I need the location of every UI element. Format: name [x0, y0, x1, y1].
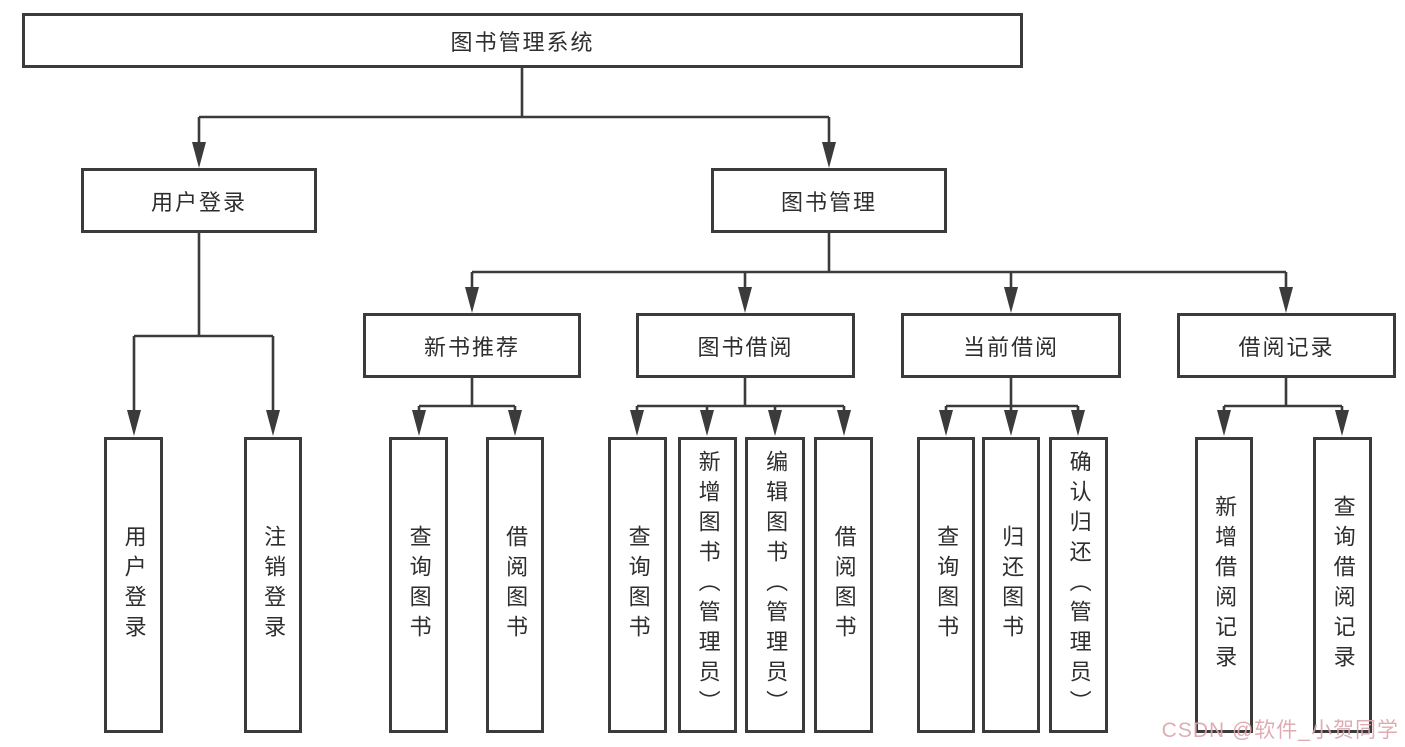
node-borrowing-records: 借阅记录 — [1177, 313, 1396, 378]
csdn-watermark: CSDN @软件_小贺同学 — [1161, 719, 1399, 742]
node-leaf-bb-edit-books-admin: 编辑图书（管理员） — [745, 437, 805, 733]
node-leaf-bb-borrow-books-label: 借阅图书 — [831, 525, 857, 645]
node-leaf-bb-query-books: 查询图书 — [608, 437, 667, 733]
arrowheads — [127, 142, 1349, 436]
node-new-book-recommend-label: 新书推荐 — [423, 334, 520, 360]
node-new-book-recommend: 新书推荐 — [363, 313, 581, 378]
node-leaf-logout-label: 注销登录 — [261, 525, 287, 645]
node-borrowing-records-label: 借阅记录 — [1238, 334, 1335, 360]
node-root: 图书管理系统 — [22, 13, 1023, 68]
node-leaf-br-query-record-label: 查询借阅记录 — [1330, 495, 1356, 675]
node-leaf-cb-return-books-label: 归还图书 — [999, 525, 1025, 645]
node-user-login-label: 用户登录 — [150, 189, 247, 215]
node-leaf-br-add-record: 新增借阅记录 — [1195, 437, 1253, 733]
node-leaf-logout: 注销登录 — [244, 437, 302, 733]
node-leaf-br-query-record: 查询借阅记录 — [1313, 437, 1372, 733]
node-leaf-cb-query-books: 查询图书 — [917, 437, 975, 733]
node-user-login: 用户登录 — [81, 168, 317, 233]
node-current-borrowing-label: 当前借阅 — [962, 334, 1059, 360]
node-book-management-label: 图书管理 — [780, 189, 877, 215]
node-leaf-nbr-borrow-books: 借阅图书 — [486, 437, 544, 733]
node-leaf-bb-query-books-label: 查询图书 — [625, 525, 651, 645]
node-current-borrowing: 当前借阅 — [901, 313, 1121, 378]
node-leaf-cb-confirm-return-admin: 确认归还（管理员） — [1049, 437, 1108, 733]
node-leaf-cb-return-books: 归还图书 — [982, 437, 1040, 733]
node-leaf-user-login: 用户登录 — [104, 437, 163, 733]
node-book-management: 图书管理 — [711, 168, 947, 233]
node-leaf-bb-add-books-admin-label: 新增图书（管理员） — [695, 450, 721, 720]
node-leaf-nbr-query-books-label: 查询图书 — [406, 525, 432, 645]
node-leaf-cb-query-books-label: 查询图书 — [934, 525, 960, 645]
node-leaf-cb-confirm-return-admin-label: 确认归还（管理员） — [1066, 450, 1092, 720]
node-leaf-br-add-record-label: 新增借阅记录 — [1212, 495, 1238, 675]
node-root-label: 图书管理系统 — [450, 29, 595, 55]
node-leaf-bb-borrow-books: 借阅图书 — [814, 437, 873, 733]
node-leaf-nbr-query-books: 查询图书 — [389, 437, 448, 733]
node-book-borrowing-label: 图书借阅 — [697, 334, 794, 360]
node-book-borrowing: 图书借阅 — [636, 313, 855, 378]
node-leaf-nbr-borrow-books-label: 借阅图书 — [503, 525, 529, 645]
node-leaf-user-login-label: 用户登录 — [121, 525, 147, 645]
node-leaf-bb-edit-books-admin-label: 编辑图书（管理员） — [763, 450, 789, 720]
node-leaf-bb-add-books-admin: 新增图书（管理员） — [678, 437, 737, 733]
